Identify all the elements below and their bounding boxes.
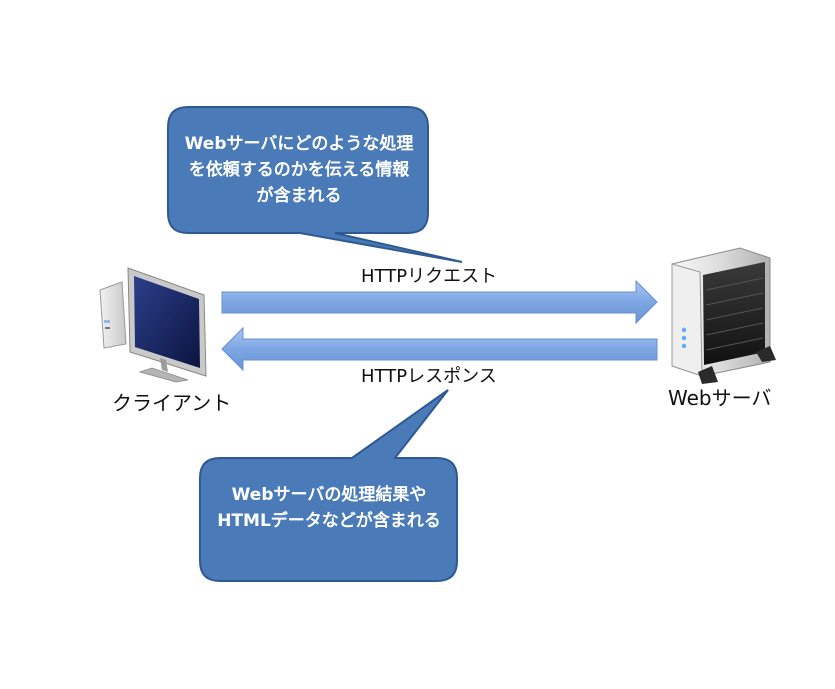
request-arrow-label: HTTPリクエスト <box>361 266 498 287</box>
request-callout <box>167 106 463 263</box>
server-label: Webサーバ <box>668 386 772 410</box>
request-arrow <box>221 279 658 325</box>
response-arrow <box>221 326 658 372</box>
response-arrow-label: HTTPレスポンス <box>361 366 497 387</box>
client-computer-icon <box>99 267 207 383</box>
web-server-icon <box>671 247 776 384</box>
response-callout <box>199 389 458 582</box>
request-callout-text: Webサーバにどのような処理を依頼するのかを伝える情報が含まれる <box>184 134 414 206</box>
response-callout-text: Webサーバの処理結果やHTMLデータなどが含まれる <box>217 485 441 531</box>
client-label: クライアント <box>112 391 232 415</box>
